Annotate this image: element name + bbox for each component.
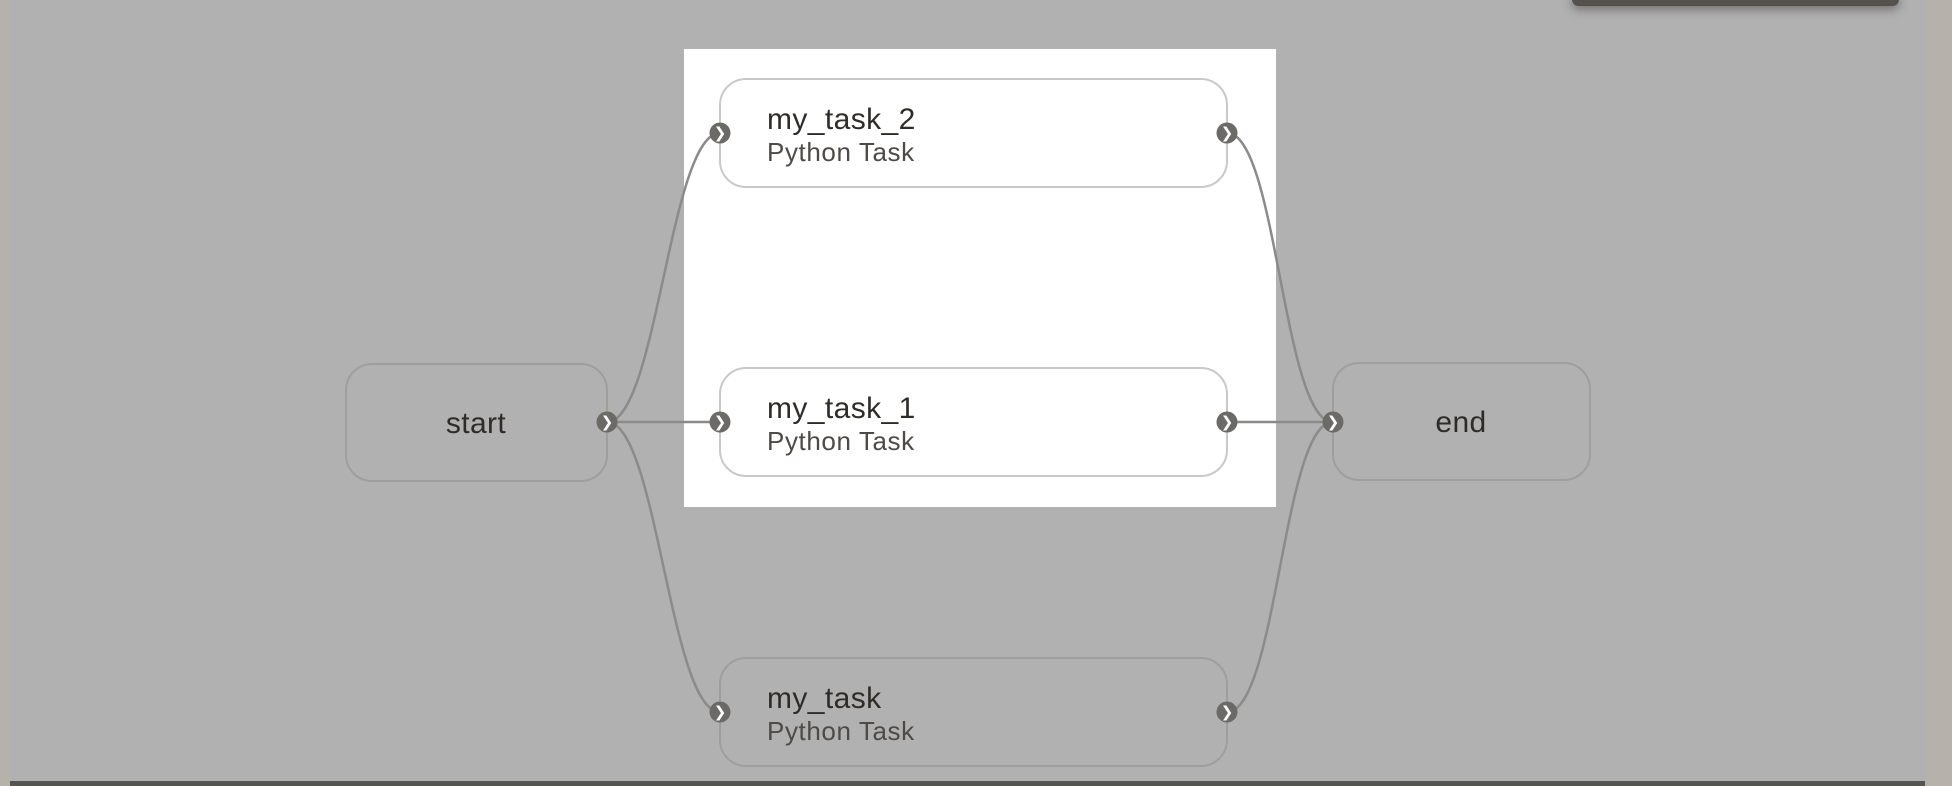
- chevron-right-icon: ❯: [1221, 413, 1234, 431]
- port-my_task_1-output[interactable]: ❯: [1216, 411, 1238, 433]
- port-my_task_1-input[interactable]: ❯: [709, 411, 731, 433]
- node-start-label: start: [446, 407, 507, 440]
- edge-my_task_2-end[interactable]: [1226, 131, 1334, 424]
- bottom-edge-bar: [10, 781, 1925, 786]
- chevron-right-icon: ❯: [1221, 703, 1234, 721]
- cutoff-panel-bottom-edge: [1572, 0, 1899, 6]
- port-my_task-input[interactable]: ❯: [709, 701, 731, 723]
- node-start[interactable]: start: [345, 363, 608, 482]
- node-end-label: end: [1435, 406, 1486, 439]
- chevron-right-icon: ❯: [714, 413, 727, 431]
- node-my_task[interactable]: my_task Python Task: [719, 657, 1228, 767]
- node-my_task_2-label: my_task_2: [767, 103, 916, 136]
- edge-start-my_task[interactable]: [606, 420, 721, 714]
- node-my_task_1[interactable]: my_task_1 Python Task: [719, 367, 1228, 477]
- node-my_task_1-label: my_task_1: [767, 392, 916, 425]
- chevron-right-icon: ❯: [714, 703, 727, 721]
- node-my_task_1-type: Python Task: [767, 426, 915, 456]
- edge-my_task-end[interactable]: [1226, 420, 1334, 714]
- port-my_task-output[interactable]: ❯: [1216, 701, 1238, 723]
- port-my_task_2-input[interactable]: ❯: [709, 122, 731, 144]
- edge-start-my_task_2[interactable]: [606, 131, 721, 424]
- node-my_task_2[interactable]: my_task_2 Python Task: [719, 78, 1228, 188]
- port-start-output[interactable]: ❯: [596, 411, 618, 433]
- chevron-right-icon: ❯: [1221, 124, 1234, 142]
- node-my_task-type: Python Task: [767, 716, 915, 746]
- chevron-right-icon: ❯: [714, 124, 727, 142]
- chevron-right-icon: ❯: [601, 413, 614, 431]
- node-end[interactable]: end: [1332, 362, 1591, 481]
- port-end-input[interactable]: ❯: [1322, 411, 1344, 433]
- node-my_task_2-type: Python Task: [767, 137, 915, 167]
- edge-layer: [606, 131, 1334, 714]
- port-my_task_2-output[interactable]: ❯: [1216, 122, 1238, 144]
- chevron-right-icon: ❯: [1327, 413, 1340, 431]
- node-my_task-label: my_task: [767, 682, 882, 715]
